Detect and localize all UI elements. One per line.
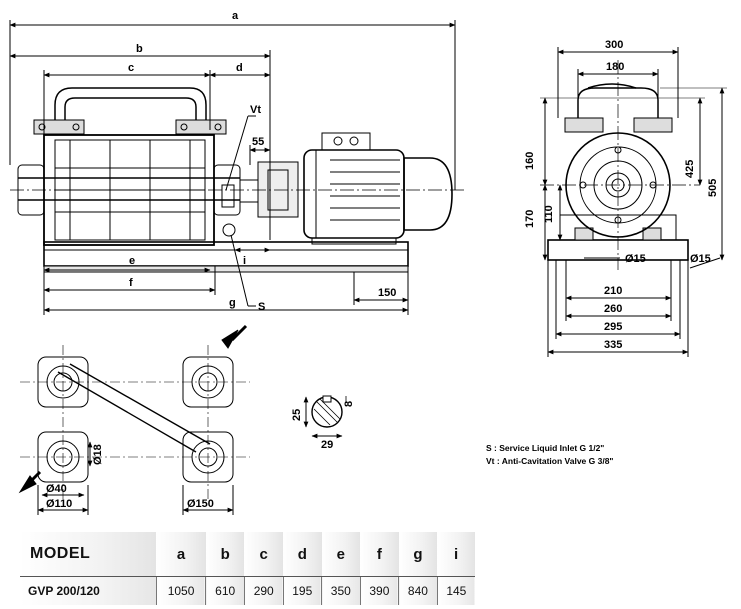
table-header-row: MODEL a b c d e f g i bbox=[20, 532, 475, 577]
dim-300: 300 bbox=[605, 39, 623, 51]
dim-150: 150 bbox=[378, 287, 396, 299]
header-i: i bbox=[437, 532, 475, 577]
dim-dia15-left: Ø15 bbox=[625, 253, 646, 265]
side-view bbox=[9, 20, 465, 315]
dim-55: 55 bbox=[252, 136, 264, 148]
dim-key-25: 25 bbox=[291, 409, 303, 421]
spec-table: MODEL a b c d e f g i GVP 200/120 1050 6… bbox=[20, 532, 475, 605]
dim-key-29: 29 bbox=[321, 439, 333, 451]
header-a: a bbox=[156, 532, 206, 577]
dim-260: 260 bbox=[604, 303, 622, 315]
cell-d: 195 bbox=[282, 576, 322, 605]
cell-f: 390 bbox=[359, 576, 399, 605]
dim-295: 295 bbox=[604, 321, 622, 333]
header-model: MODEL bbox=[20, 532, 157, 577]
dim-210: 210 bbox=[604, 285, 622, 297]
cell-g: 840 bbox=[398, 576, 438, 605]
cell-e: 350 bbox=[321, 576, 361, 605]
dim-dia18: Ø18 bbox=[92, 444, 104, 465]
table-row: GVP 200/120 1050 610 290 195 350 390 840… bbox=[20, 576, 475, 605]
front-view bbox=[540, 47, 727, 357]
dim-dia40: Ø40 bbox=[46, 483, 67, 495]
legend-service-liquid: S : Service Liquid Inlet G 1/2" bbox=[486, 443, 605, 453]
legend-anti-cavitation: Vt : Anti-Cavitation Valve G 3/8" bbox=[486, 456, 614, 466]
dim-dia110: Ø110 bbox=[46, 498, 72, 510]
header-g: g bbox=[398, 532, 438, 577]
header-f: f bbox=[360, 532, 399, 577]
cell-model: GVP 200/120 bbox=[20, 576, 157, 605]
dim-key-8: 8 bbox=[343, 401, 355, 407]
dim-f: f bbox=[129, 277, 133, 289]
cell-c: 290 bbox=[243, 576, 283, 605]
dim-505: 505 bbox=[707, 179, 719, 197]
header-e: e bbox=[321, 532, 361, 577]
dim-e: e bbox=[129, 255, 135, 267]
label-s: S bbox=[258, 301, 265, 313]
dim-c: c bbox=[128, 62, 134, 74]
dim-i: i bbox=[243, 255, 246, 267]
dim-dia150: Ø150 bbox=[187, 498, 214, 510]
piping-view bbox=[18, 324, 250, 515]
header-d: d bbox=[283, 532, 322, 577]
dim-170: 170 bbox=[524, 210, 536, 228]
header-b: b bbox=[205, 532, 245, 577]
dim-g: g bbox=[229, 297, 236, 309]
dim-dia15-right: Ø15 bbox=[690, 253, 711, 265]
dimension-labels: a b c d Vt 55 e i f 150 g S 300 180 160 … bbox=[46, 10, 719, 510]
dim-335: 335 bbox=[604, 339, 622, 351]
dim-110: 110 bbox=[543, 205, 555, 223]
keyway-detail bbox=[303, 395, 347, 439]
header-c: c bbox=[244, 532, 283, 577]
label-vt: Vt bbox=[250, 104, 261, 116]
dim-b: b bbox=[136, 43, 143, 55]
dim-160: 160 bbox=[524, 152, 536, 170]
dim-d: d bbox=[236, 62, 243, 74]
cell-a: 1050 bbox=[155, 576, 206, 605]
dim-425: 425 bbox=[684, 160, 696, 178]
dim-a: a bbox=[232, 10, 239, 22]
cell-i: 145 bbox=[436, 576, 475, 605]
cell-b: 610 bbox=[205, 576, 245, 605]
dim-180: 180 bbox=[606, 61, 624, 73]
